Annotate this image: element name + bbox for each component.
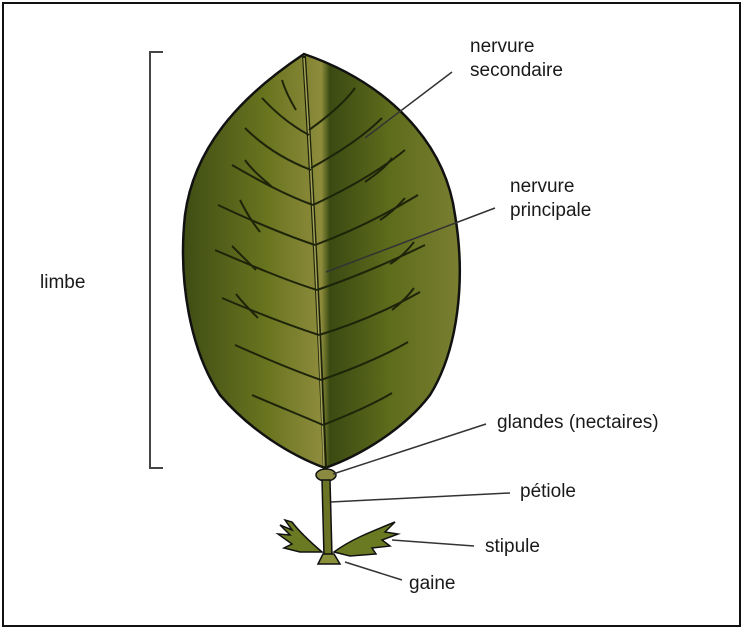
limbe-bracket: [150, 52, 163, 468]
leader-gaine: [345, 562, 402, 580]
label-stipule: stipule: [485, 536, 540, 558]
leader-petiole: [331, 493, 510, 502]
label-nervure-secondaire-1: nervure: [470, 36, 534, 58]
label-nervure-secondaire-2: secondaire: [470, 60, 563, 82]
gland: [316, 469, 336, 481]
label-limbe: limbe: [40, 272, 85, 294]
stipule-left: [278, 520, 322, 552]
label-nervure-principale-1: nervure: [510, 176, 574, 198]
label-nervure-principale-2: principale: [510, 200, 591, 222]
petiole: [322, 480, 332, 556]
sheath: [318, 554, 340, 564]
leader-stipule: [392, 540, 474, 546]
label-gaine: gaine: [409, 573, 456, 595]
label-glandes: glandes (nectaires): [497, 412, 659, 434]
stipule-right: [334, 522, 398, 556]
label-petiole: pétiole: [520, 481, 576, 503]
